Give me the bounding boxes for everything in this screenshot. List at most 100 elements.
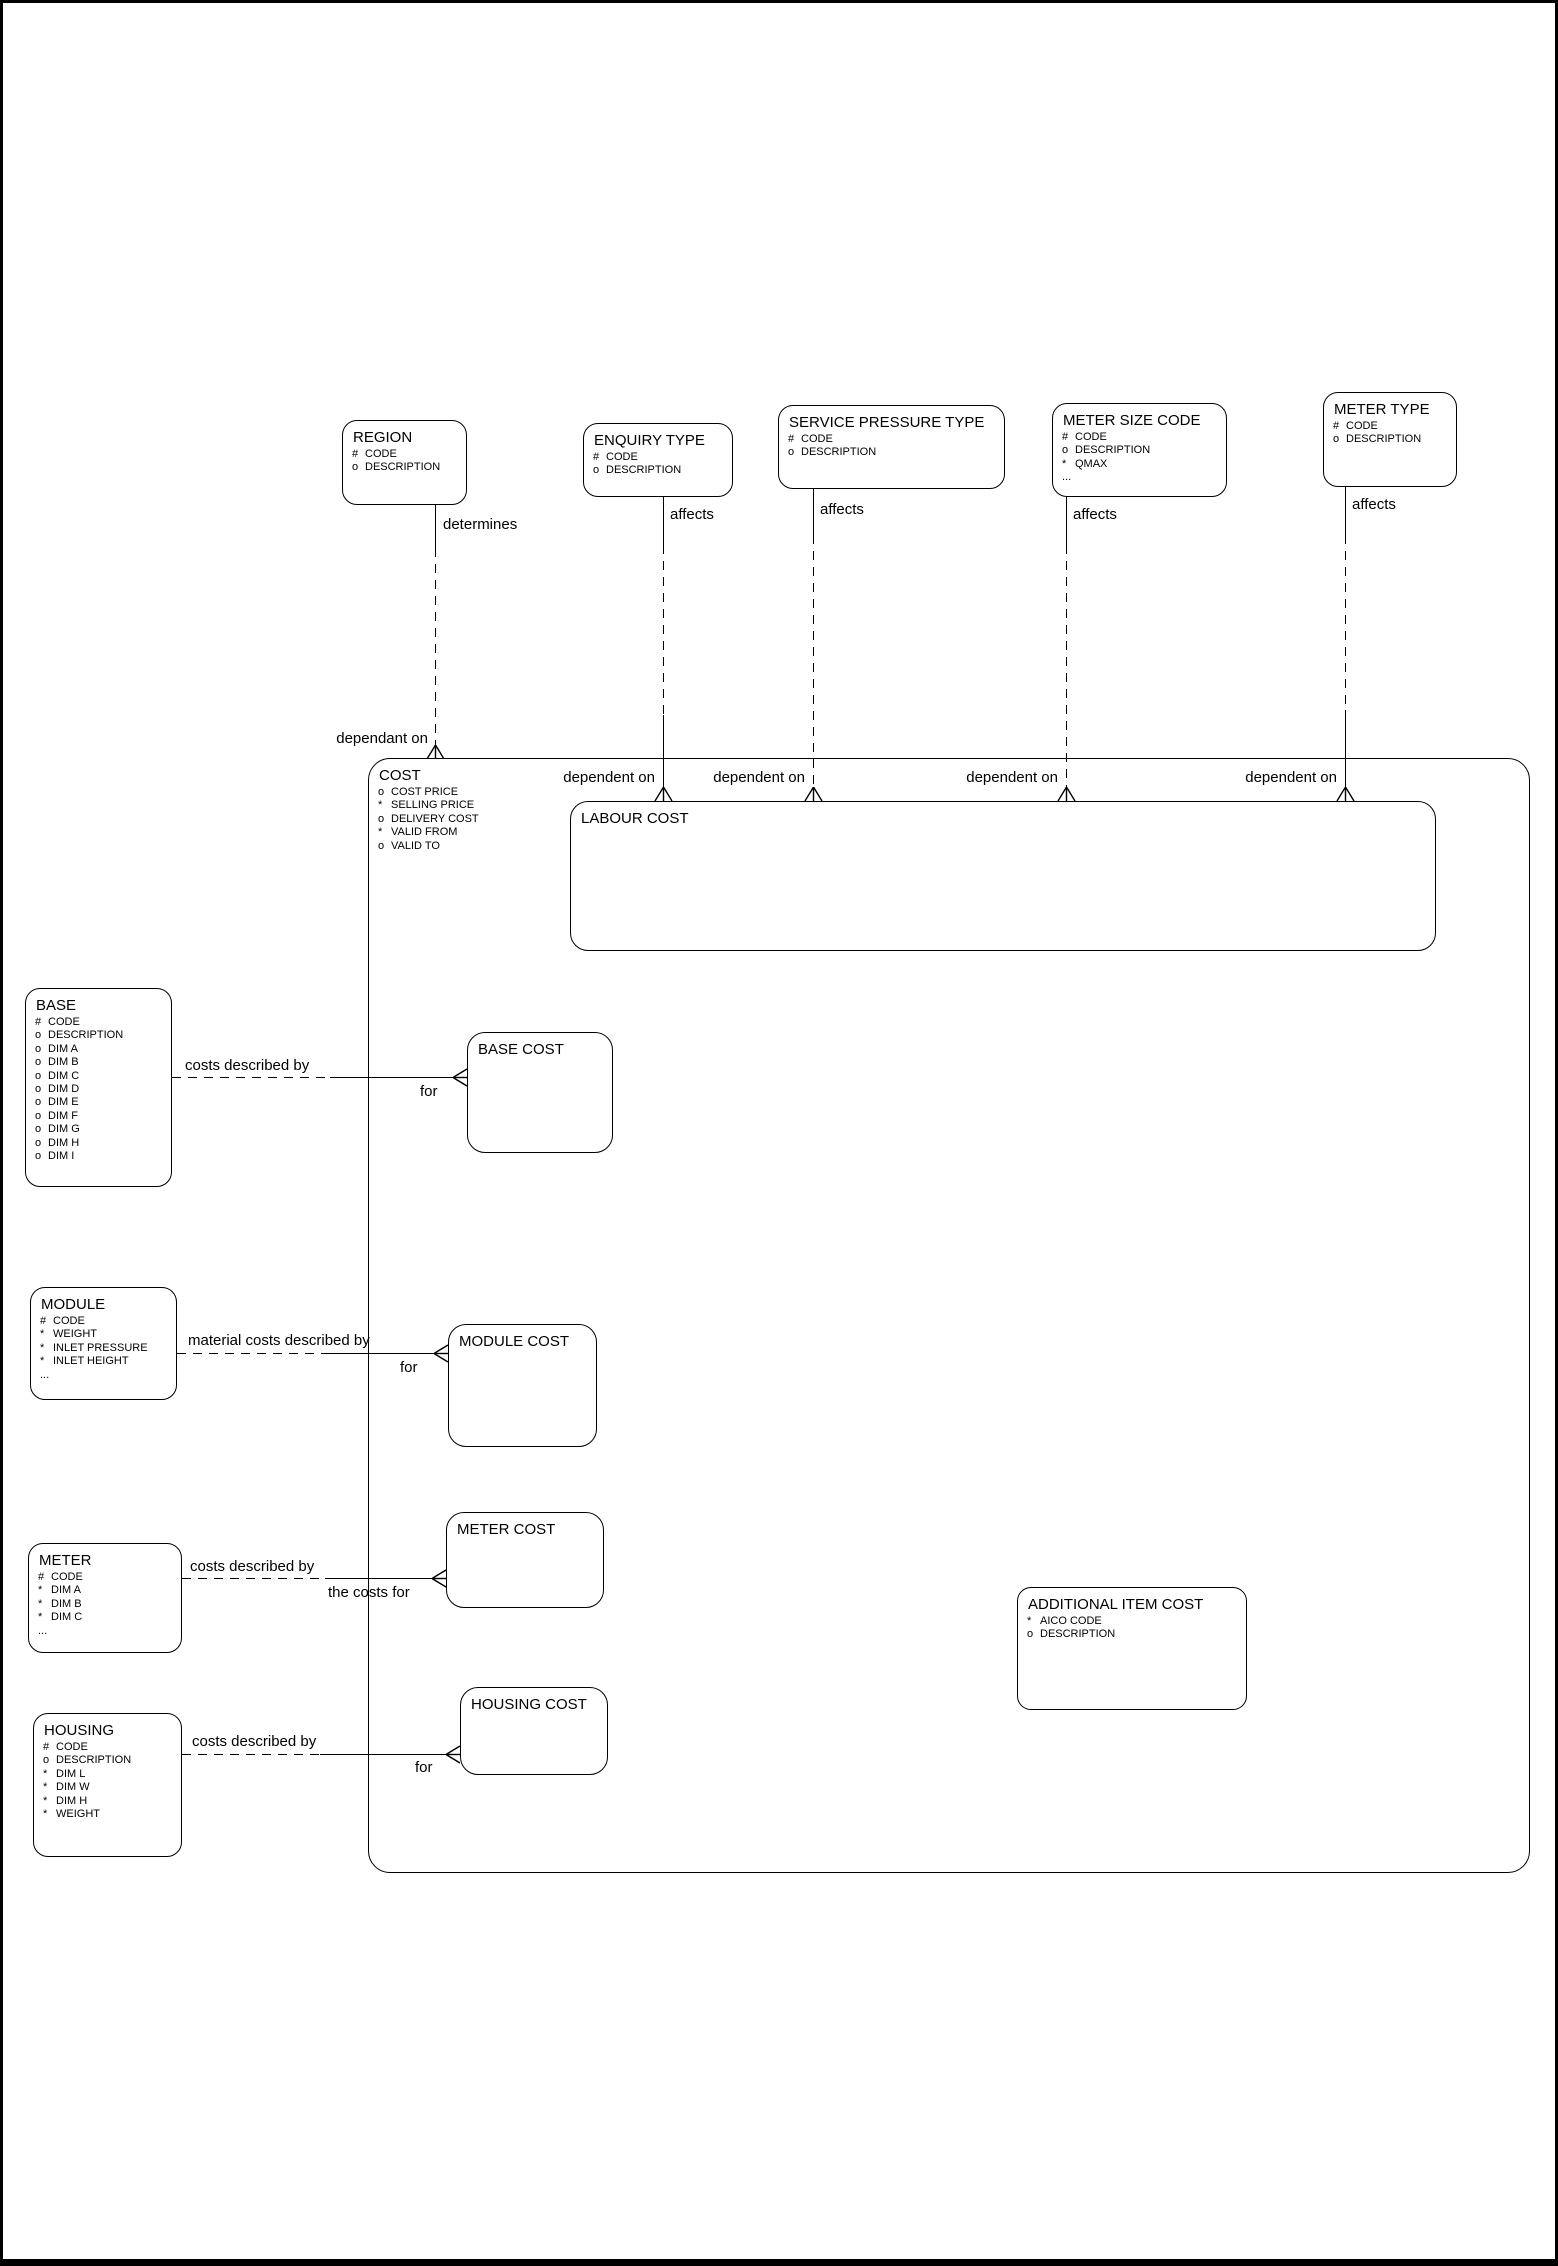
attribute-row: *QMAX <box>1062 457 1108 470</box>
attribute-row: ... <box>38 1624 48 1637</box>
entity-labour-cost[interactable]: LABOUR COST <box>570 801 1436 951</box>
entity-title: REGION <box>353 429 413 446</box>
relationship-label-dependent-on: dependent on <box>713 769 805 786</box>
attribute-row: *VALID FROM <box>378 826 458 839</box>
entity-title: METER <box>39 1552 92 1569</box>
relationship-label-dependant-on: dependant on <box>336 730 428 747</box>
relationship-label-dependent-on: dependent on <box>1245 769 1337 786</box>
entity-title: LABOUR COST <box>581 810 689 827</box>
attribute-row: *WEIGHT <box>43 1808 100 1821</box>
relationship-line-meter-meter-cost <box>325 1578 432 1580</box>
attribute-row: *DIM H <box>43 1794 88 1807</box>
attribute-row: #CODE <box>38 1571 83 1583</box>
attribute-row: #CODE <box>35 1016 80 1028</box>
relationship-line-meter-type-labour <box>1345 535 1347 710</box>
relationship-label-costs-described-by: costs described by <box>185 1057 310 1074</box>
entity-meter-cost[interactable]: METER COST <box>446 1512 604 1608</box>
attribute-row: ... <box>1062 471 1072 484</box>
entity-title: HOUSING <box>44 1722 115 1739</box>
entity-title: COST <box>379 767 421 784</box>
relationship-label-the-costs-for: the costs for <box>328 1584 410 1601</box>
relationship-line-module-module-cost <box>325 1353 434 1355</box>
crow-foot-icon <box>654 787 673 801</box>
crow-foot-icon <box>432 1569 446 1588</box>
entity-module-cost[interactable]: MODULE COST <box>448 1324 597 1447</box>
attribute-row: ... <box>40 1368 50 1381</box>
relationship-line-meter-meter-cost <box>182 1578 325 1580</box>
entity-module[interactable]: MODULE #CODE*WEIGHT*INLET PRESSURE*INLET… <box>30 1287 177 1400</box>
attribute-row: *DIM A <box>38 1584 81 1597</box>
attribute-row: #CODE <box>1062 431 1107 443</box>
attribute-row: #CODE <box>352 448 397 460</box>
relationship-label-for: for <box>415 1759 433 1776</box>
crow-foot-icon <box>434 1344 448 1363</box>
entity-title: METER COST <box>457 1521 556 1538</box>
relationship-label-for: for <box>400 1359 418 1376</box>
relationship-label-costs-described-by: costs described by <box>190 1558 315 1575</box>
relationship-label-determines: determines <box>443 516 518 533</box>
relationship-label-dependent-on: dependent on <box>966 769 1058 786</box>
entity-title: ADDITIONAL ITEM COST <box>1028 1596 1204 1613</box>
entity-attributes: #CODE*WEIGHT*INLET PRESSURE*INLET HEIGHT… <box>40 1315 170 1382</box>
entity-title: MODULE <box>41 1296 106 1313</box>
attribute-row: *INLET HEIGHT <box>40 1355 129 1368</box>
relationship-label-for: for <box>420 1083 438 1100</box>
attribute-row: #CODE <box>788 433 833 445</box>
relationship-label-affects: affects <box>1352 496 1396 513</box>
relationship-label-affects: affects <box>820 501 864 518</box>
relationship-line-meter-size-labour <box>1066 545 1068 787</box>
entity-meter[interactable]: METER #CODE*DIM A*DIM B*DIM C... <box>28 1543 182 1653</box>
entity-base-cost[interactable]: BASE COST <box>467 1032 613 1153</box>
entity-attributes: #CODE*DIM A*DIM B*DIM C... <box>38 1571 175 1638</box>
entity-title: BASE <box>36 997 77 1014</box>
relationship-line-meter-size-labour <box>1066 497 1068 545</box>
entity-title: METER TYPE <box>1334 401 1430 418</box>
attribute-row: *WEIGHT <box>40 1328 97 1341</box>
relationship-label-dependent-on: dependent on <box>563 769 655 786</box>
relationship-line-housing-housing-cost <box>320 1754 446 1756</box>
relationship-label-affects: affects <box>1073 506 1117 523</box>
attribute-row: #CODE <box>40 1315 85 1327</box>
relationship-line-base-base-cost <box>330 1077 453 1079</box>
relationship-line-base-base-cost <box>172 1077 330 1079</box>
crow-foot-icon <box>426 745 445 759</box>
relationship-line-housing-housing-cost <box>182 1754 320 1756</box>
relationship-line-service-pressure-labour <box>813 535 815 787</box>
relationship-line-region-cost <box>435 505 437 548</box>
relationship-line-meter-type-labour <box>1345 487 1347 535</box>
attribute-row: *DIM L <box>43 1767 86 1780</box>
entity-housing-cost[interactable]: HOUSING COST <box>460 1687 608 1775</box>
relationship-label-affects: affects <box>670 506 714 523</box>
attribute-row: *INLET PRESSURE <box>40 1341 148 1354</box>
entity-title: SERVICE PRESSURE TYPE <box>789 414 985 431</box>
relationship-line-meter-type-labour <box>1345 710 1347 787</box>
relationship-line-enquiry-labour <box>663 715 665 787</box>
